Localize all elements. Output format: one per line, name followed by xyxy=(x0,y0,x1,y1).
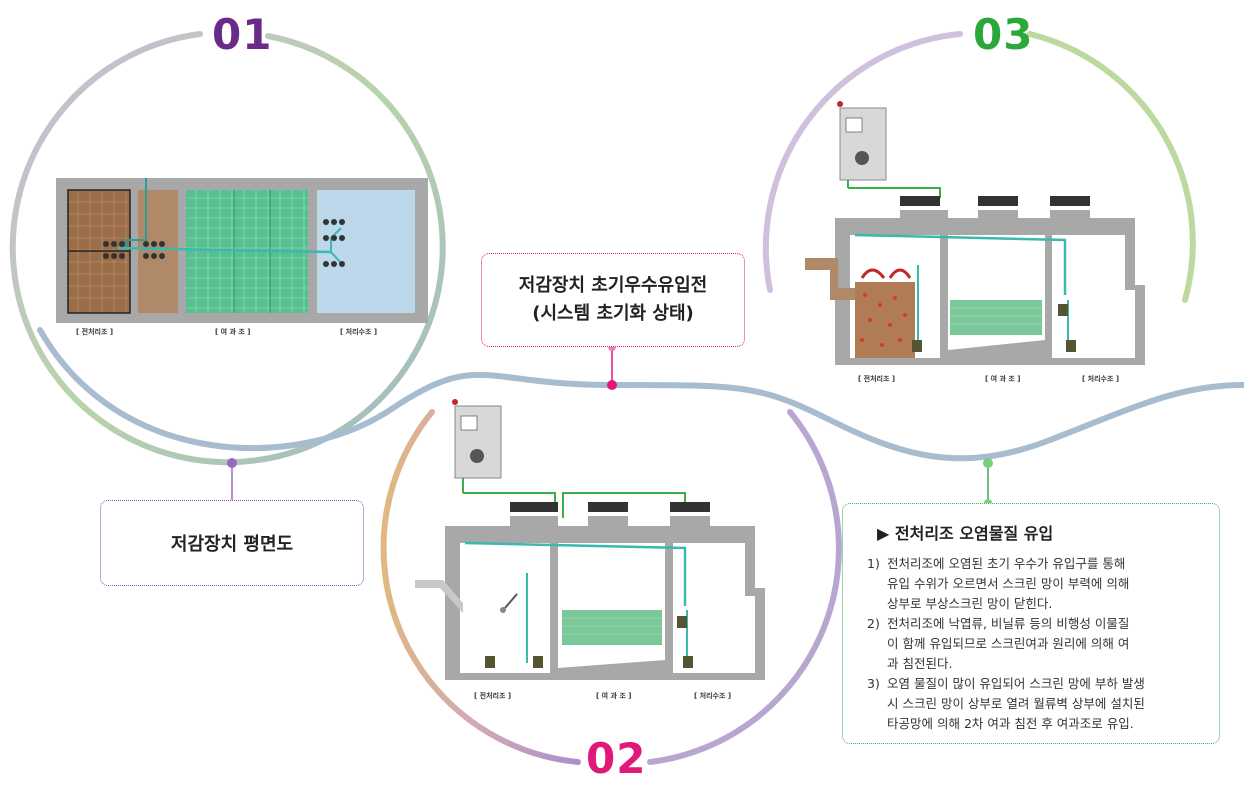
s2-label-pretreatment: [ 전처리조 ] xyxy=(474,692,512,700)
plan-label-treated: [ 처리수조 ] xyxy=(340,328,378,336)
inflow-item-number: 2) xyxy=(867,616,880,631)
section-diagram-02 xyxy=(415,399,765,680)
inflow-item-text: 전처리조에 오염된 초기 우수가 유입구를 통해 유입 수위가 오르면서 스크린… xyxy=(887,556,1130,611)
s2-label-treated: [ 처리수조 ] xyxy=(694,692,732,700)
s2-label-filtration: [ 여 과 조 ] xyxy=(596,692,632,700)
plan-label-filtration: [ 여 과 조 ] xyxy=(215,328,251,336)
plan-title-box: 저감장치 평면도 xyxy=(100,500,364,586)
inflow-item: 2) 전처리조에 낙엽류, 비닐류 등의 비행성 이물질 이 함께 유입되므로 … xyxy=(867,614,1203,674)
inflow-item-text: 전처리조에 낙엽류, 비닐류 등의 비행성 이물질 이 함께 유입되므로 스크린… xyxy=(887,616,1130,671)
inflow-item: 1) 전처리조에 오염된 초기 우수가 유입구를 통해 유입 수위가 오르면서 … xyxy=(867,554,1203,614)
inflow-item-text: 오염 물질이 많이 유입되어 스크린 망에 부하 발생 시 스크린 망이 상부로… xyxy=(887,676,1145,731)
initial-state-line2: (시스템 초기화 상태) xyxy=(532,303,694,324)
inflow-heading-text: 전처리조 오염물질 유입 xyxy=(894,524,1054,543)
inflow-description-box: ▶ 전처리조 오염물질 유입 1) 전처리조에 오염된 초기 우수가 유입구를 … xyxy=(842,503,1220,744)
step-number-02: 02 xyxy=(586,734,647,783)
s3-label-filtration: [ 여 과 조 ] xyxy=(985,375,1021,383)
s3-label-pretreatment: [ 전처리조 ] xyxy=(858,375,896,383)
inflow-heading: ▶ 전처리조 오염물질 유입 xyxy=(877,520,1203,544)
initial-state-line1: 저감장치 초기우수유입전 xyxy=(518,275,708,296)
step-number-03: 03 xyxy=(973,10,1034,59)
step-number-01: 01 xyxy=(212,10,273,59)
inflow-item-number: 1) xyxy=(867,556,880,571)
inflow-item-number: 3) xyxy=(867,676,880,691)
s3-label-treated: [ 처리수조 ] xyxy=(1082,375,1120,383)
section-diagram-03 xyxy=(805,101,1145,365)
plan-label-pretreatment: [ 전처리조 ] xyxy=(76,328,114,336)
plan-view-diagram xyxy=(56,178,428,323)
inflow-item: 3) 오염 물질이 많이 유입되어 스크린 망에 부하 발생 시 스크린 망이 … xyxy=(867,674,1203,734)
initial-state-box: 저감장치 초기우수유입전 (시스템 초기화 상태) xyxy=(481,253,745,347)
plan-title: 저감장치 평면도 xyxy=(170,534,294,555)
triangle-right-icon: ▶ xyxy=(877,524,890,543)
